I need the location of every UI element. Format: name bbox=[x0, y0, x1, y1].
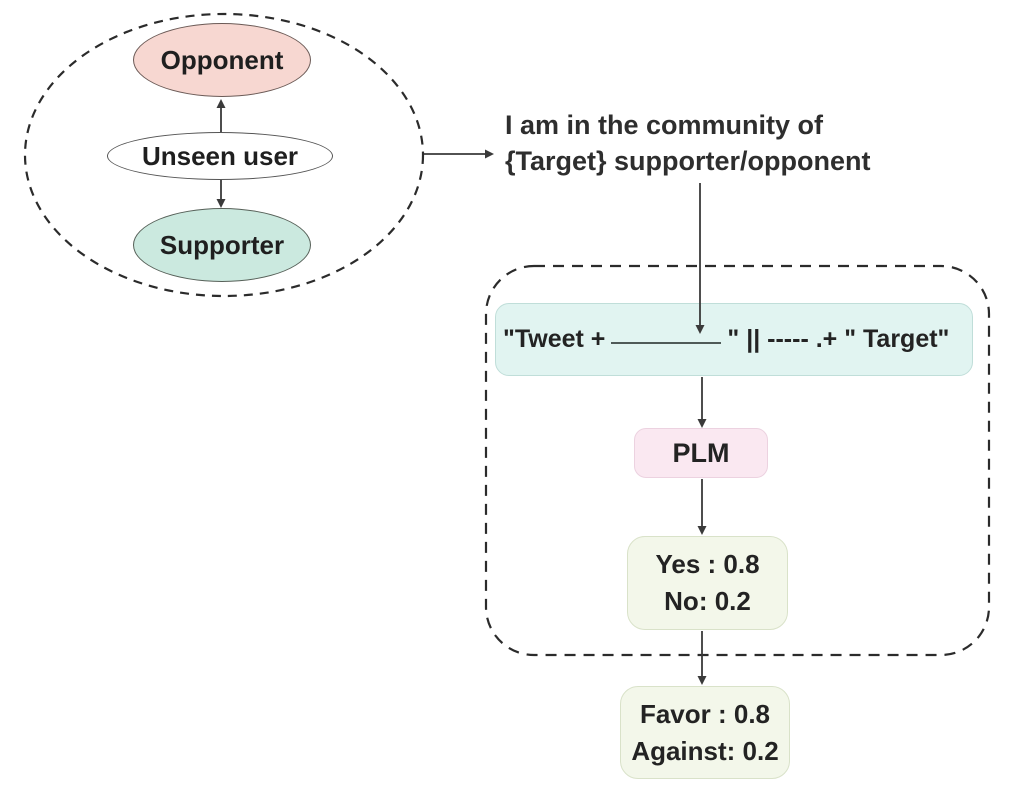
plm-label: PLM bbox=[672, 437, 730, 468]
prompt-caption-line2: {Target} supporter/opponent bbox=[505, 146, 871, 176]
supporter-label: Supporter bbox=[159, 229, 285, 260]
prompt-suffix: " || ----- .+ " Target" bbox=[727, 325, 950, 353]
prompt-caption-line1: I am in the community of bbox=[505, 110, 824, 140]
plm-box: PLM bbox=[634, 428, 768, 478]
stance-output-line1: Favor : 0.8 bbox=[639, 698, 771, 729]
opponent-node: Opponent bbox=[133, 23, 311, 97]
unseen-user-label: Unseen user bbox=[141, 140, 299, 171]
prompt-prefix: "Tweet + bbox=[503, 325, 606, 353]
plm-output-line1: Yes : 0.8 bbox=[655, 549, 760, 579]
stance-output-box: Favor : 0.8 Against: 0.2 bbox=[620, 686, 790, 779]
plm-output-box: Yes : 0.8 No: 0.2 bbox=[627, 536, 788, 630]
stance-output-line2: Against: 0.2 bbox=[631, 735, 779, 766]
unseen-user-node: Unseen user bbox=[107, 132, 333, 180]
prompt-template-box: "Tweet + " || ----- .+ " Target" bbox=[495, 303, 973, 376]
opponent-label: Opponent bbox=[160, 44, 284, 75]
blank-slot-line bbox=[611, 341, 722, 344]
plm-output-line2: No: 0.2 bbox=[664, 586, 751, 616]
prompt-caption: I am in the community of {Target} suppor… bbox=[505, 107, 871, 179]
supporter-node: Supporter bbox=[133, 208, 311, 282]
